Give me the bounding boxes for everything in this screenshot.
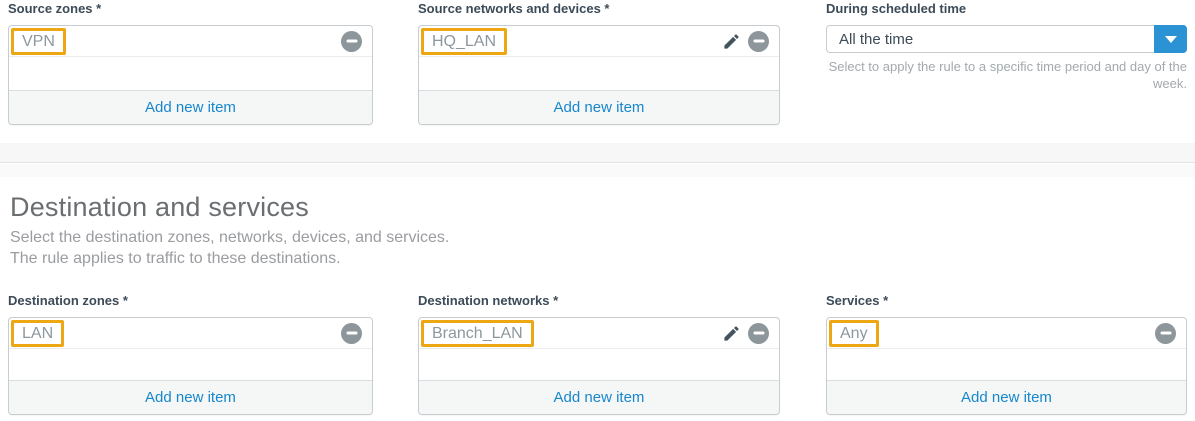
- field-services: Services * Any Add new item: [826, 292, 1187, 415]
- add-new-item-button[interactable]: Add new item: [419, 90, 779, 124]
- minus-bar: [753, 331, 764, 335]
- destination-zones-listbox: LAN Add new item: [8, 317, 373, 415]
- pencil-icon[interactable]: [722, 32, 741, 51]
- add-new-item-label: Add new item: [553, 389, 645, 406]
- field-source-zones: Source zones * VPN Add new item: [8, 0, 373, 125]
- services-listbox: Any Add new item: [826, 317, 1187, 415]
- minus-bar: [1160, 331, 1171, 335]
- minus-circle-icon[interactable]: [748, 322, 769, 344]
- section-description-line2: The rule applies to traffic to these des…: [10, 250, 341, 267]
- minus-bar: [753, 39, 764, 43]
- list-empty-area: [419, 349, 779, 380]
- selected-item-tag[interactable]: LAN: [11, 319, 65, 347]
- source-networks-label: Source networks and devices *: [418, 1, 610, 16]
- list-empty-area: [9, 349, 372, 380]
- schedule-select-button[interactable]: [1154, 25, 1187, 53]
- list-item: Branch_LAN: [419, 318, 779, 349]
- source-zones-listbox: VPN Add new item: [8, 25, 373, 125]
- section-divider-strip: [0, 164, 1195, 177]
- add-new-item-label: Add new item: [145, 389, 236, 406]
- minus-bar: [346, 39, 357, 43]
- add-new-item-button[interactable]: Add new item: [9, 90, 372, 124]
- selected-item-tag[interactable]: Any: [829, 319, 879, 347]
- section-title: Destination and services: [10, 192, 309, 222]
- add-new-item-label: Add new item: [961, 389, 1052, 406]
- field-destination-zones: Destination zones * LAN Add new item: [8, 292, 373, 415]
- section-description: Select the destination zones, networks, …: [10, 227, 449, 269]
- minus-circle-icon[interactable]: [341, 322, 362, 344]
- destination-networks-label: Destination networks *: [418, 293, 559, 308]
- list-item: Any: [827, 318, 1186, 349]
- destination-networks-listbox: Branch_LAN Add new item: [418, 317, 780, 415]
- scheduled-time-label: During scheduled time: [826, 1, 967, 16]
- list-empty-area: [419, 57, 779, 90]
- minus-circle-icon[interactable]: [1155, 322, 1176, 344]
- schedule-select-value: All the time: [839, 30, 914, 48]
- add-new-item-label: Add new item: [553, 99, 645, 116]
- field-source-networks: Source networks and devices * HQ_LAN Add…: [418, 0, 780, 125]
- minus-bar: [346, 331, 357, 335]
- item-actions: [1155, 322, 1176, 344]
- list-empty-area: [827, 349, 1186, 380]
- source-zones-label: Source zones *: [8, 1, 102, 16]
- item-actions: [341, 30, 362, 52]
- schedule-select[interactable]: All the time: [826, 25, 1187, 53]
- item-actions: [341, 322, 362, 344]
- list-item: HQ_LAN: [419, 26, 779, 57]
- chevron-down-icon: [1164, 35, 1177, 43]
- section-description-line1: Select the destination zones, networks, …: [10, 229, 450, 246]
- selected-item-tag[interactable]: HQ_LAN: [421, 27, 508, 55]
- source-networks-listbox: HQ_LAN Add new item: [418, 25, 780, 125]
- schedule-help-text: Select to apply the rule to a specific t…: [828, 59, 1187, 91]
- minus-circle-icon[interactable]: [341, 30, 362, 52]
- pencil-icon[interactable]: [722, 324, 741, 343]
- services-label: Services *: [826, 293, 889, 308]
- add-new-item-button[interactable]: Add new item: [419, 380, 779, 414]
- list-item: VPN: [9, 26, 372, 57]
- item-actions: [722, 322, 769, 344]
- list-empty-area: [9, 57, 372, 90]
- item-actions: [722, 30, 769, 52]
- selected-item-tag[interactable]: Branch_LAN: [421, 319, 534, 347]
- destination-zones-label: Destination zones *: [8, 293, 128, 308]
- minus-circle-icon[interactable]: [748, 30, 769, 52]
- section-divider: [0, 143, 1195, 163]
- field-destination-networks: Destination networks * Branch_LAN Add ne…: [418, 292, 780, 415]
- selected-item-tag[interactable]: VPN: [11, 27, 66, 55]
- add-new-item-button[interactable]: Add new item: [9, 380, 372, 414]
- add-new-item-button[interactable]: Add new item: [827, 380, 1186, 414]
- add-new-item-label: Add new item: [145, 99, 236, 116]
- list-item: LAN: [9, 318, 372, 349]
- field-scheduled-time: During scheduled time All the time Selec…: [826, 0, 1187, 92]
